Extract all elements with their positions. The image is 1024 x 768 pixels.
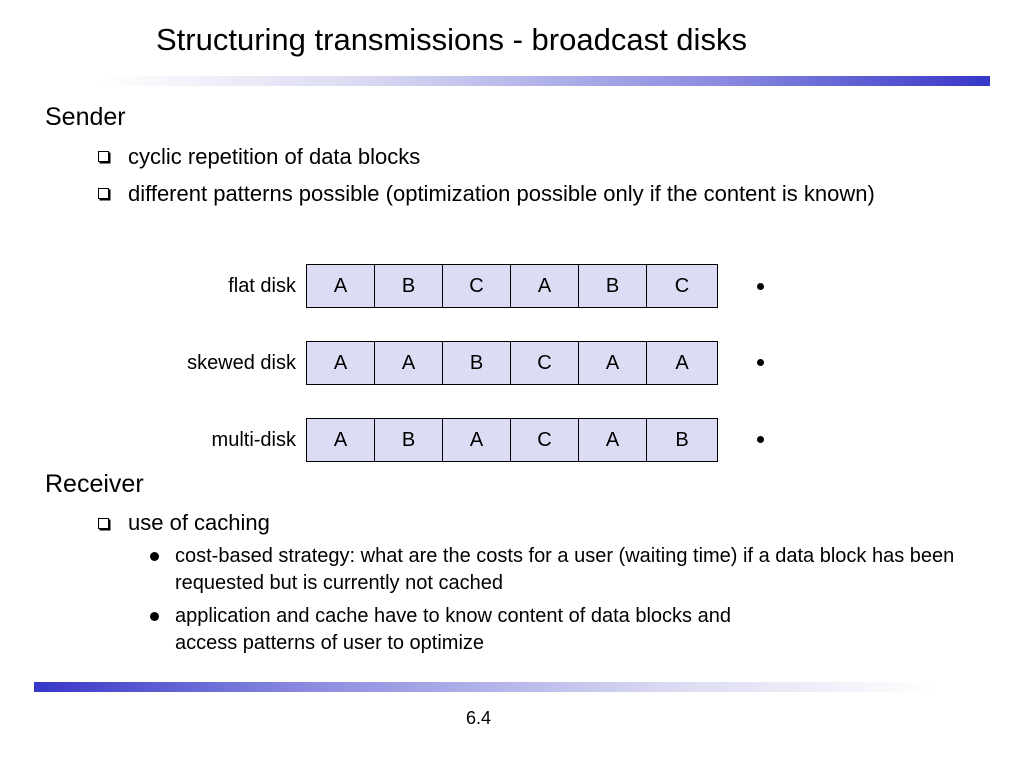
data-block: A: [579, 419, 647, 461]
receiver-heading: Receiver: [45, 470, 144, 498]
data-block: B: [443, 342, 511, 384]
receiver-subitem-1: cost-based strategy: what are the costs …: [175, 545, 955, 594]
sender-item-1: cyclic repetition of data blocks: [128, 144, 421, 169]
data-block: A: [307, 342, 375, 384]
disk-label-flat: flat disk: [228, 275, 296, 297]
square-bullet-icon: [98, 518, 109, 529]
data-block: A: [375, 342, 443, 384]
disk-label-skewed: skewed disk: [187, 352, 296, 374]
disk-row-flat: A B C A B C: [306, 264, 718, 308]
receiver-subitem-2: application and cache have to know conte…: [175, 605, 731, 654]
data-block: A: [307, 265, 375, 307]
data-block: C: [511, 419, 579, 461]
data-block: C: [674, 275, 690, 297]
disk-row-multi: A B A C A B: [306, 418, 718, 462]
footer-bar: [34, 682, 934, 692]
continuation-dot-icon: [757, 283, 764, 290]
data-block: A: [307, 419, 375, 461]
data-block: B: [579, 265, 647, 307]
square-bullet-icon: [98, 188, 109, 199]
data-block: B: [375, 419, 443, 461]
continuation-dot-icon: [757, 359, 764, 366]
title-underline-bar: [100, 76, 990, 86]
data-block: A: [579, 342, 647, 384]
continuation-dot-icon: [757, 436, 764, 443]
sender-heading: Sender: [45, 103, 126, 131]
data-block: C: [443, 265, 511, 307]
receiver-item-1: use of caching: [128, 510, 270, 535]
disk-label-multi: multi-disk: [211, 429, 296, 451]
data-block: A: [675, 352, 689, 374]
data-block: B: [375, 265, 443, 307]
sender-item-2: different patterns possible (optimizatio…: [128, 181, 875, 206]
round-bullet-icon: [150, 612, 159, 621]
data-block: A: [443, 419, 511, 461]
data-block: A: [511, 265, 579, 307]
slide-title: Structuring transmissions - broadcast di…: [156, 22, 747, 57]
page-number: 6.4: [466, 708, 492, 728]
data-block: B: [675, 429, 689, 451]
disk-row-skewed: A A B C A A: [306, 341, 718, 385]
round-bullet-icon: [150, 552, 159, 561]
square-bullet-icon: [98, 151, 109, 162]
data-block: C: [511, 342, 579, 384]
